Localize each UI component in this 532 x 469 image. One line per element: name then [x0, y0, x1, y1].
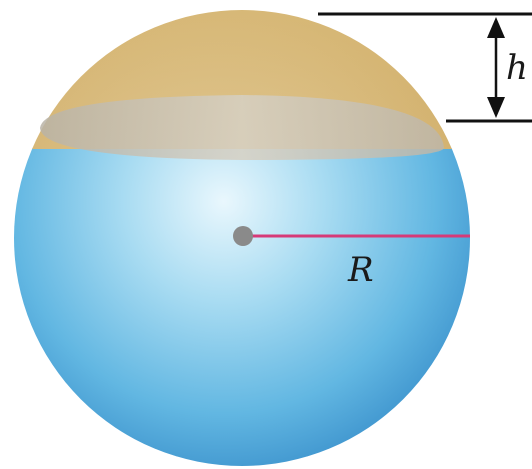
center-point [233, 226, 253, 246]
radius-label: R [347, 250, 374, 290]
height-label: h [506, 48, 528, 88]
sphere-body [14, 148, 470, 466]
height-arrow [487, 17, 505, 118]
cap-base-rim [40, 95, 444, 160]
